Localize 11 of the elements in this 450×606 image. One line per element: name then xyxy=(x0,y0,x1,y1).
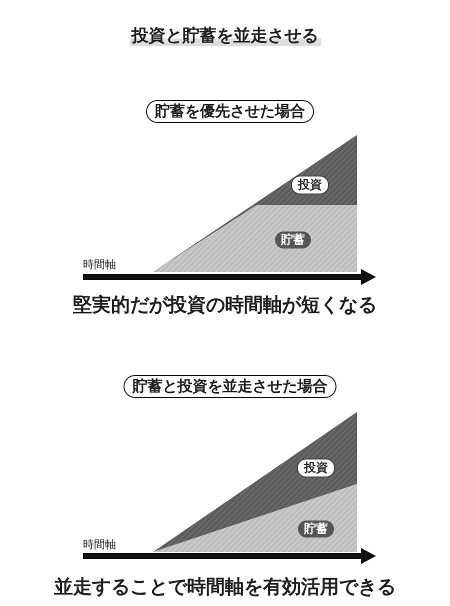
area-tag: 貯蓄 xyxy=(275,232,311,248)
area-tag: 貯蓄 xyxy=(298,520,334,538)
axis-label: 時間軸 xyxy=(83,257,116,272)
caption-text: 並走することで時間軸を有効活用できる xyxy=(53,575,397,600)
axis-label: 時間軸 xyxy=(83,537,116,552)
caption-text: 堅実的だが投資の時間軸が短くなる xyxy=(72,293,378,318)
title-text: 投資と貯蓄を並走させる xyxy=(128,25,322,47)
heading-pill: 貯蓄と投資を並走させた場合 xyxy=(124,375,336,398)
area-tag: 投資 xyxy=(297,458,335,478)
area-tag: 投資 xyxy=(291,176,329,194)
heading-pill: 貯蓄を優先させた場合 xyxy=(146,100,314,123)
